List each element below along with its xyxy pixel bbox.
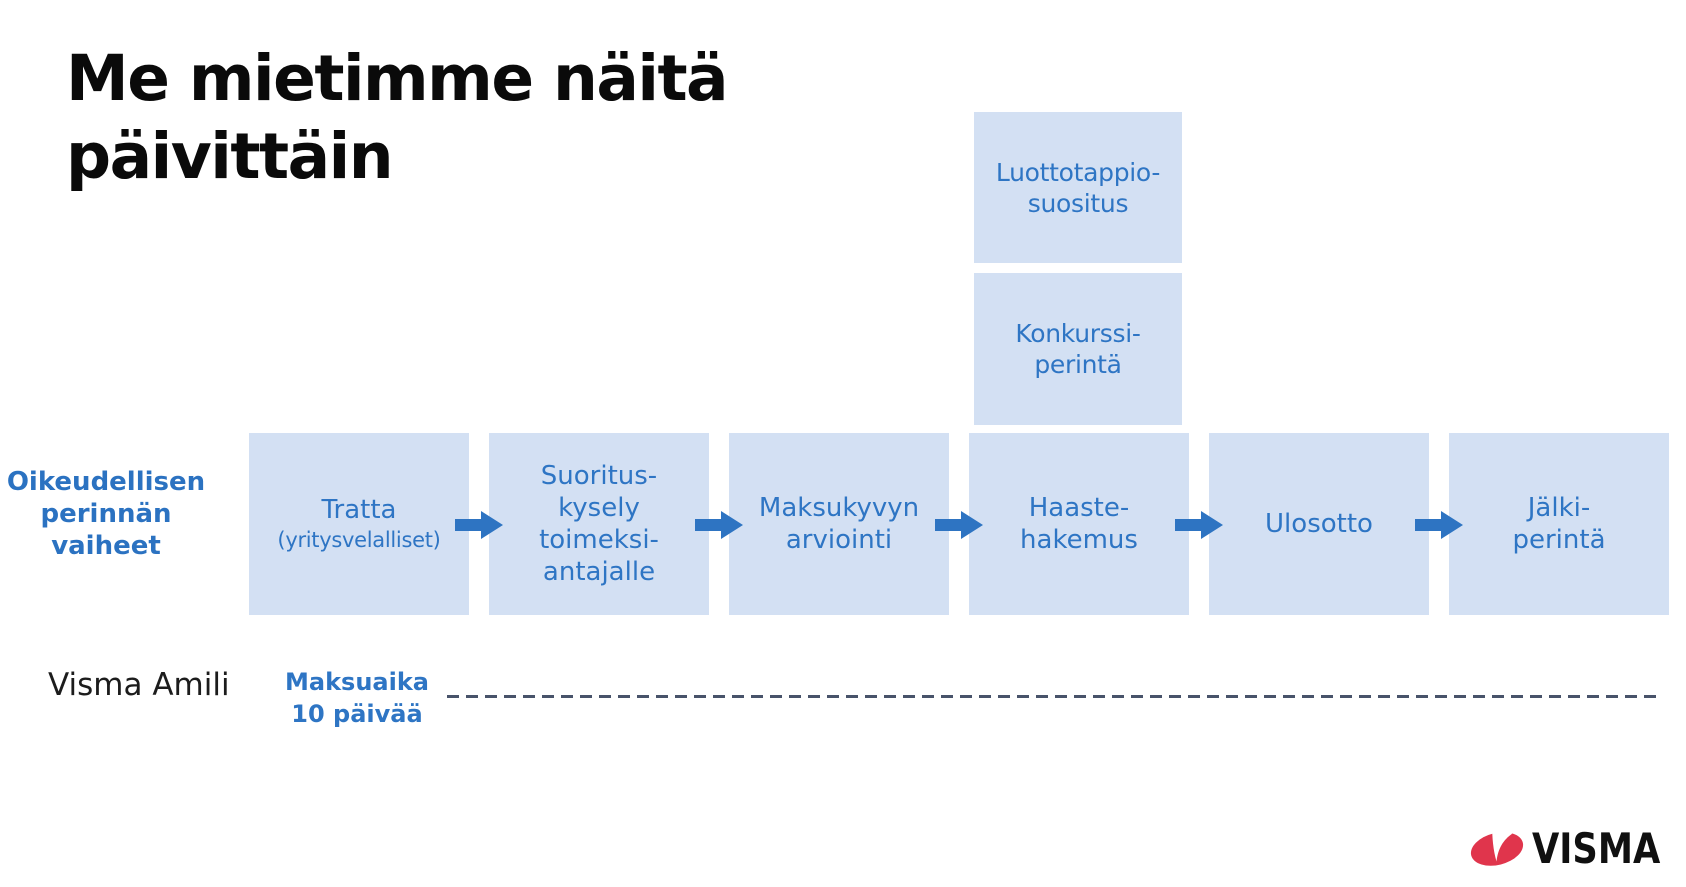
branch-box-konkurssi: Konkurssi- perintä bbox=[974, 273, 1182, 425]
arrow-right-icon bbox=[1175, 511, 1223, 539]
stage-label: Jälki- perintä bbox=[1512, 493, 1606, 555]
stage-label: Tratta bbox=[321, 495, 397, 525]
arrow-right-icon bbox=[695, 511, 743, 539]
visma-logo: VISMA bbox=[1468, 826, 1668, 874]
visma-swoosh-icon bbox=[1470, 826, 1524, 866]
stage-box-haastehakemus: Haaste- hakemus bbox=[969, 433, 1189, 615]
footer-product-name: Visma Amili bbox=[48, 667, 230, 703]
stage-label: Ulosotto bbox=[1265, 509, 1373, 539]
slide-title: Me mietimme näitä päivittäin bbox=[66, 42, 729, 193]
stage-box-suorituskysely: Suoritus- kysely toimeksi- antajalle bbox=[489, 433, 709, 615]
branch-box-luottotappio: Luottotappio- suositus bbox=[974, 112, 1182, 263]
stage-label: Suoritus- kysely toimeksi- antajalle bbox=[539, 461, 659, 587]
arrow-right-icon bbox=[1415, 511, 1463, 539]
visma-logo-text: VISMA bbox=[1532, 824, 1661, 873]
branch-box-label: Konkurssi- perintä bbox=[1015, 319, 1141, 379]
stage-label: Maksukyvyn arviointi bbox=[758, 493, 920, 555]
stage-box-ulosotto: Ulosotto bbox=[1209, 433, 1429, 615]
arrow-right-icon bbox=[935, 511, 983, 539]
timeline-dashed-line bbox=[447, 695, 1663, 698]
stage-sublabel: (yritysvelalliset) bbox=[277, 528, 441, 552]
stage-label: Haaste- hakemus bbox=[1020, 493, 1138, 555]
stage-box-tratta: Tratta (yritysvelalliset) bbox=[249, 433, 469, 615]
flow-side-label: Oikeudellisen perinnän vaiheet bbox=[6, 467, 206, 561]
branch-box-label: Luottotappio- suositus bbox=[995, 157, 1161, 218]
stage-box-maksukyvyn-arviointi: Maksukyvyn arviointi bbox=[729, 433, 949, 615]
arrow-right-icon bbox=[455, 511, 503, 539]
stage-box-jalkiperinta: Jälki- perintä bbox=[1449, 433, 1669, 615]
timeline-duration-label: Maksuaika 10 päivää bbox=[285, 668, 429, 728]
